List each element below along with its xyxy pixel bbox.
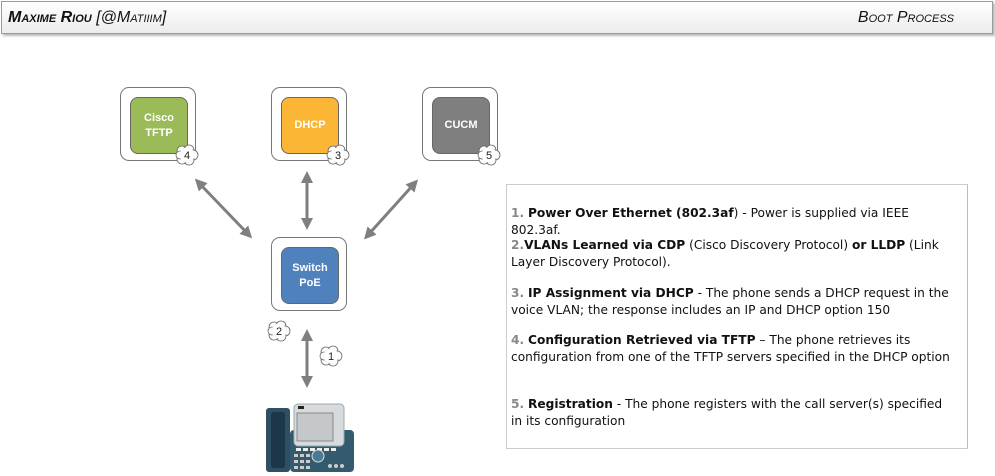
step-description: - The phone registers with the call serv… (511, 397, 943, 428)
step-number: 3. (511, 286, 525, 300)
arrow-cucm-switch (363, 179, 419, 240)
step-title: Configuration Retrieved via TFTP (528, 333, 756, 347)
step-number: 5. (511, 397, 525, 411)
step-2: 2.VLANs Learned via CDP (Cisco Discovery… (511, 237, 956, 270)
step-description: ) - Power is supplied via IEEE 802.3af. (511, 206, 909, 237)
badge-step-1: 1 (328, 351, 334, 363)
step-title: VLANs Learned via CDP (524, 238, 686, 252)
switch-label-2: PoE (299, 276, 321, 289)
arrow-tftp-switch (194, 178, 253, 239)
badge-step-2-cloud-icon: 2 (267, 320, 291, 342)
badge-step-4-cloud-icon: 4 (175, 144, 199, 166)
step-description: (Cisco Discovery Protocol) (685, 238, 852, 252)
step-description: (Link Layer Discovery Protocol). (511, 238, 939, 269)
badge-step-5-cloud-icon: 5 (477, 144, 501, 166)
cucm-label: CUCM (444, 119, 478, 131)
step-1: 1. Power Over Ethernet (802.3af) - Power… (511, 205, 956, 238)
badge-step-5: 5 (486, 150, 492, 162)
badge-step-2: 2 (276, 326, 282, 338)
step-description: - The phone sends a DHCP request in the … (511, 286, 949, 317)
badge-step-4: 4 (184, 150, 190, 162)
step-title: Registration (528, 397, 613, 411)
dhcp-server: DHCP (281, 97, 339, 154)
step-number: 1. (511, 206, 525, 220)
dhcp-label: DHCP (294, 119, 326, 131)
badge-step-3: 3 (335, 150, 341, 162)
step-5: 5. Registration - The phone registers wi… (511, 396, 956, 429)
tftp-label-1: Cisco (144, 111, 174, 124)
step-title-2: or LLDP (851, 238, 906, 252)
badge-step-3-cloud-icon: 3 (326, 144, 350, 166)
author-handle: [@Matiiim] (96, 9, 167, 26)
step-number: 4. (511, 333, 525, 347)
step-description: – The phone retrieves its configuration … (511, 333, 950, 364)
author-label: Maxime Riou [@Matiiim] (8, 9, 166, 27)
page-title: Boot Process (857, 9, 954, 26)
cucm-server: CUCM (432, 97, 490, 154)
author-name: Maxime Riou (8, 9, 92, 26)
badge-step-1-cloud-icon: 1 (319, 345, 343, 367)
boot-steps-panel: 1. Power Over Ethernet (802.3af) - Power… (506, 184, 968, 449)
node-dhcp: DHCP (271, 87, 347, 161)
switch-label-1: Switch (292, 261, 328, 274)
step-3: 3. IP Assignment via DHCP - The phone se… (511, 285, 956, 318)
node-cucm: CUCM (422, 87, 498, 161)
header-bar: Maxime Riou [@Matiiim] Boot Process (1, 1, 993, 34)
step-4: 4. Configuration Retrieved via TFTP – Th… (511, 332, 956, 365)
tftp-label-2: TFTP (145, 126, 173, 139)
step-number: 2. (511, 238, 525, 252)
step-title: Power Over Ethernet (802.3af (528, 206, 734, 220)
step-title: IP Assignment via DHCP (528, 286, 694, 300)
